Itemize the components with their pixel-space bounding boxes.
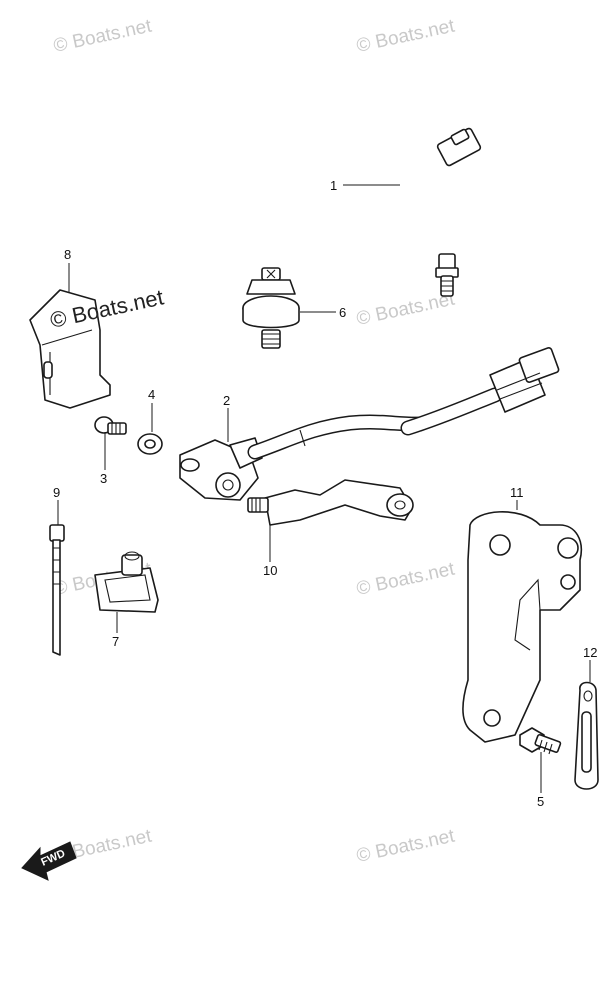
part-8-cover[interactable] [29,289,111,409]
part-2-harness-sensor[interactable] [179,347,560,501]
callout-6: 6 [339,305,346,320]
watermark: © Boats.net [355,16,457,57]
part-12-strap[interactable] [574,681,599,790]
part-1-sensor-lead[interactable] [400,127,482,297]
part-9-cable-tie[interactable] [49,524,65,656]
part-5-bolt[interactable] [519,727,562,755]
part-11-bracket[interactable] [462,511,582,743]
part-7-clip[interactable] [94,551,159,613]
callout-7: 7 [112,634,119,649]
part-4-washer[interactable] [137,433,163,455]
callout-12: 12 [583,645,597,660]
part-10-arm[interactable] [247,479,414,526]
watermark: © Boats.net [355,826,457,867]
callout-9: 9 [53,485,60,500]
callout-4: 4 [148,387,155,402]
callout-5: 5 [537,794,544,809]
leader-lines [57,184,591,793]
callout-8: 8 [64,247,71,262]
callout-2: 2 [223,393,230,408]
callout-1: 1 [330,178,337,193]
watermark: © Boats.net [355,559,457,600]
part-6-pressure-switch[interactable] [242,267,300,349]
callout-3: 3 [100,471,107,486]
callout-10: 10 [263,563,277,578]
callout-labels: 1 2 3 4 5 6 7 8 9 10 11 12 [53,178,597,809]
part-3-bolt[interactable] [94,416,127,435]
watermark: © Boats.net [52,16,154,57]
callout-11: 11 [510,485,524,500]
fwd-arrow: FWD [21,841,77,881]
